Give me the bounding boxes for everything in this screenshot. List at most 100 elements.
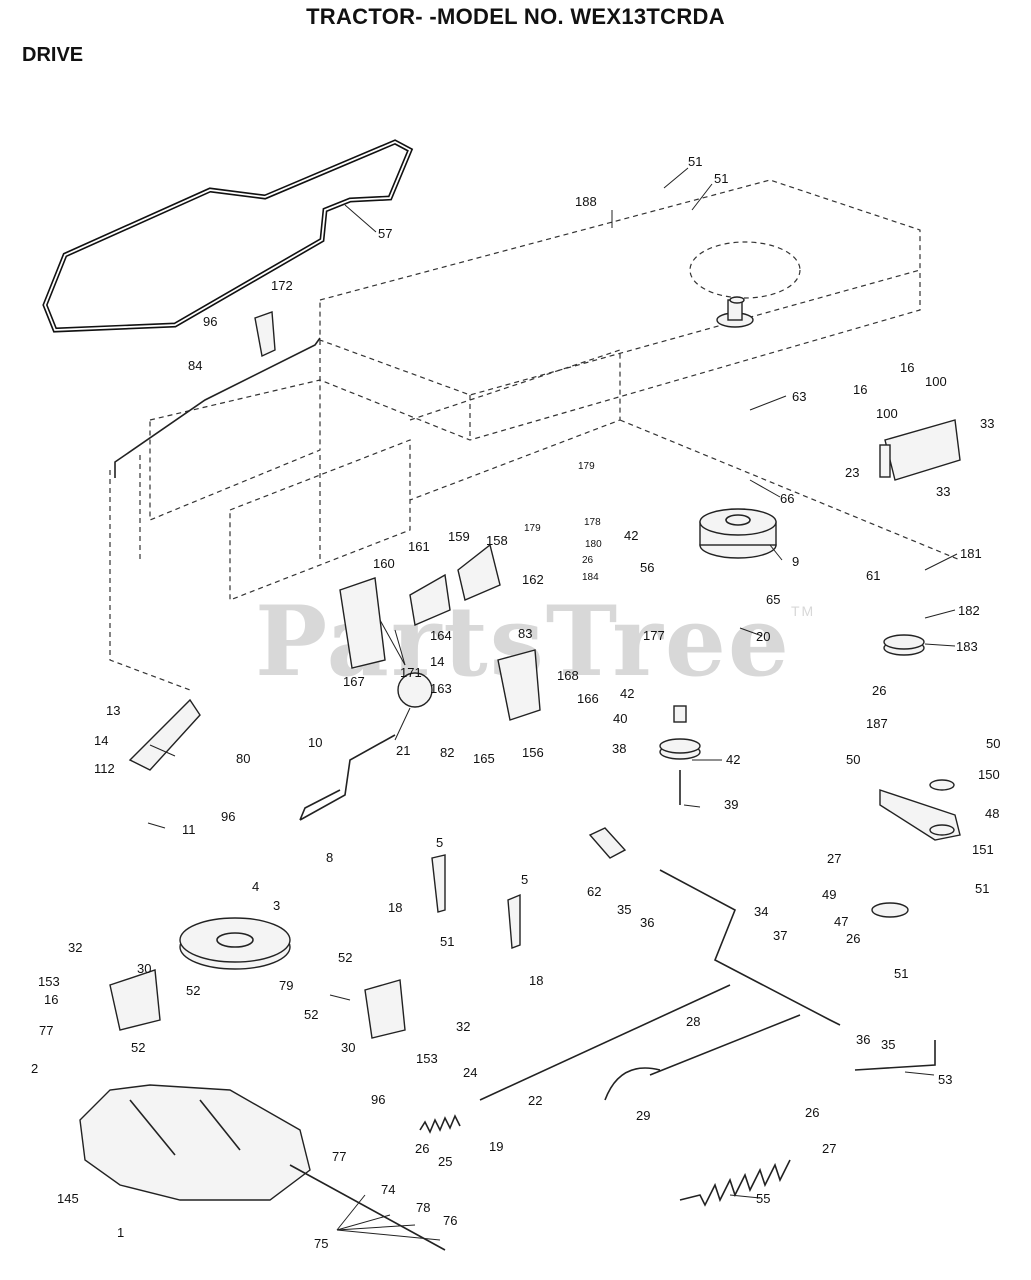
callout-label: 158 [486,533,508,548]
rod-28 [649,1014,801,1076]
callout-label: 26 [872,683,886,698]
callout-label: 47 [834,914,848,929]
callout-label: 14 [94,733,108,748]
callout-label: 5 [436,835,443,850]
callout-label: 36 [856,1032,870,1047]
axle [289,1164,446,1251]
callout-label: 57 [378,226,392,241]
callout-label: 75 [314,1236,328,1251]
callout-label: 26 [805,1105,819,1120]
callout-label: 23 [845,465,859,480]
callout-label: 96 [203,314,217,329]
callout-label: 182 [958,603,980,618]
callout-label: 172 [271,278,293,293]
bracket-30-right [364,979,406,1039]
callout-label: 16 [900,360,914,375]
callout-label: 35 [881,1037,895,1052]
callout-label: 18 [529,973,543,988]
callout-label: 171 [400,665,422,680]
callout-labels: 51 51 188 57 172 96 84 63 16 16 100 100 … [31,154,1000,1251]
callout-label: 160 [373,556,395,571]
bracket-80 [128,698,201,771]
pedal-shaft [659,869,841,1026]
callout-label: 29 [636,1108,650,1123]
callout-label: 150 [978,767,1000,782]
callout-label: 164 [430,628,452,643]
callout-label: 51 [688,154,702,169]
callout-label: 11 [182,822,196,837]
callout-label: 79 [279,978,293,993]
section-label: DRIVE [22,44,84,66]
callout-label: 181 [960,546,982,561]
callout-label: 78 [416,1200,430,1215]
callout-label: 165 [473,751,495,766]
callout-label: 163 [430,681,452,696]
callout-label: 51 [440,934,454,949]
pulley-47 [871,902,909,918]
callout-label: 25 [438,1154,452,1169]
callout-label: 26 [415,1141,429,1156]
callout-label: 4 [252,879,259,894]
callout-label: 52 [186,983,200,998]
leader-lines [147,167,958,1241]
callout-label: 177 [643,628,665,643]
callout-label: 188 [575,194,597,209]
bracket-172 [254,311,276,358]
bracket-158 [457,543,501,601]
callout-label: 3 [273,898,280,913]
callout-label: 167 [343,674,365,689]
bracket-23 [884,419,961,481]
tractor-frame [109,179,961,691]
callout-label: 20 [756,629,770,644]
clutch-rod [114,337,321,478]
callout-label: 178 [584,517,601,528]
callout-label: 51 [714,171,728,186]
callout-label: 184 [582,572,599,583]
callout-label: 50 [846,752,860,767]
drive-belt [42,139,414,333]
callout-label: 34 [754,904,768,919]
callout-label: 27 [827,851,841,866]
bracket-5-right [507,893,521,949]
spring-55 [679,1159,791,1207]
callout-label: 42 [726,752,740,767]
callout-label: 37 [773,928,787,943]
callout-label: 82 [440,745,454,760]
rod-53 [854,1040,936,1071]
callout-label: 36 [640,915,654,930]
bracket-159 [409,573,451,626]
callout-label: 52 [304,1007,318,1022]
callout-label: 16 [853,382,867,397]
idler-pulley-63 [716,296,754,328]
electric-clutch [699,508,777,559]
callout-label: 55 [756,1191,770,1206]
callout-label: 52 [338,950,352,965]
bracket-165 [497,649,541,721]
callout-label: 19 [489,1139,503,1154]
watermark-trademark: TM [790,603,816,619]
callout-label: 63 [792,389,806,404]
callout-label: 159 [448,529,470,544]
callout-label: 1 [117,1225,124,1240]
callout-label: 26 [582,555,594,566]
callout-label: 53 [938,1072,952,1087]
callout-label: 8 [326,850,333,865]
callout-label: 151 [972,842,994,857]
callout-label: 5 [521,872,528,887]
callout-label: 100 [925,374,947,389]
callout-label: 28 [686,1014,700,1029]
callout-label: 145 [57,1191,79,1206]
bracket-5-left [431,854,446,913]
callout-label: 112 [94,761,115,776]
callout-label: 161 [408,539,430,554]
callout-label: 33 [936,484,950,499]
callout-label: 40 [613,711,627,726]
callout-label: 10 [308,735,322,750]
callout-label: 83 [518,626,532,641]
callout-label: 153 [416,1051,438,1066]
callout-label: 49 [822,887,836,902]
callout-label: 51 [975,881,989,896]
callout-label: 183 [956,639,978,654]
callout-label: 77 [39,1023,53,1038]
callout-label: 153 [38,974,60,989]
